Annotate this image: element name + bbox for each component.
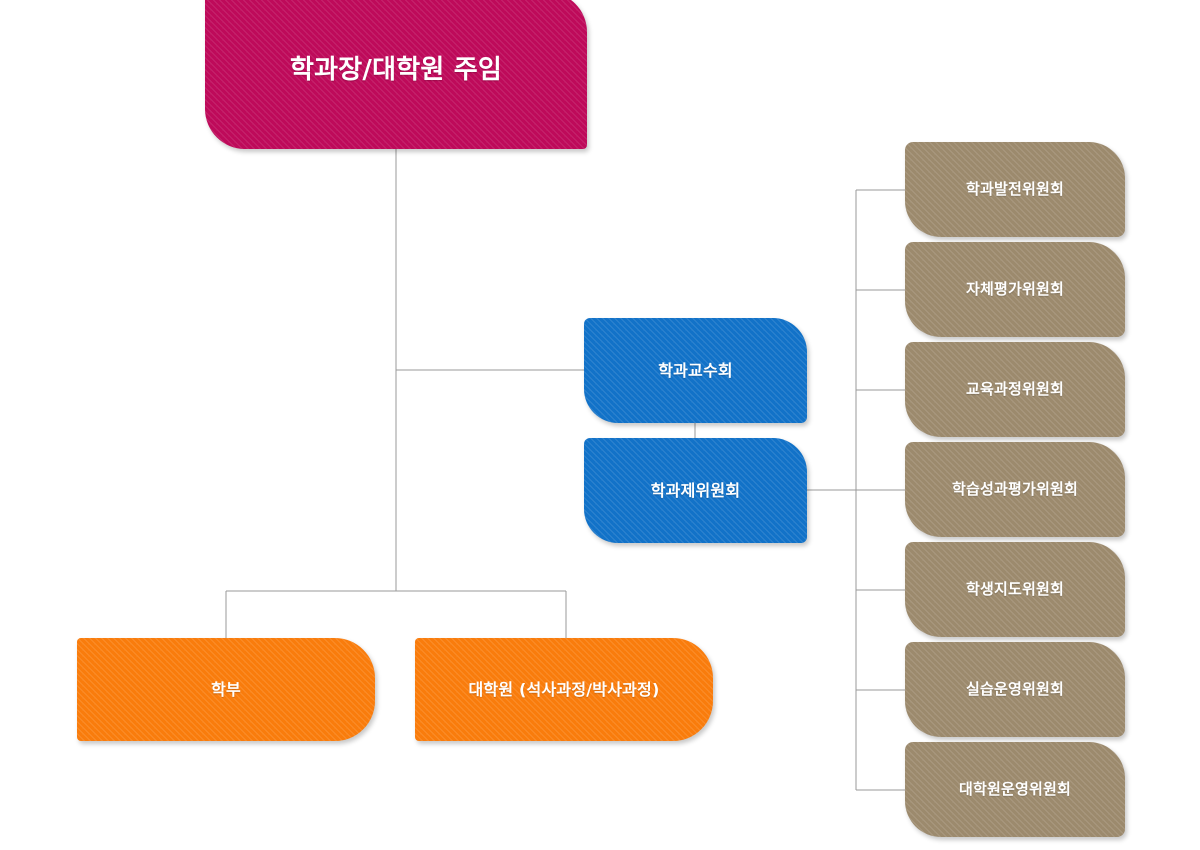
node-committee-practicum[interactable]: 실습운영위원회 [905,642,1125,737]
node-committee-graduate-operations[interactable]: 대학원운영위원회 [905,742,1125,837]
node-committee-curriculum-label: 교육과정위원회 [965,380,1064,399]
node-faculty-council[interactable]: 학과교수회 [584,318,807,423]
node-undergraduate-label: 학부 [211,679,241,699]
node-faculty-council-label: 학과교수회 [658,360,733,380]
node-department-committee-council[interactable]: 학과제위원회 [584,438,807,543]
node-committee-development[interactable]: 학과발전위원회 [905,142,1125,237]
node-committee-self-evaluation[interactable]: 자체평가위원회 [905,242,1125,337]
node-committee-learning-outcomes-label: 학습성과평가위원회 [951,480,1078,499]
node-committee-practicum-label: 실습운영위원회 [965,680,1064,699]
node-graduate-school[interactable]: 대학원 (석사과정/박사과정) [415,638,713,741]
node-committee-curriculum[interactable]: 교육과정위원회 [905,342,1125,437]
node-undergraduate[interactable]: 학부 [77,638,375,741]
node-committee-student-guidance-label: 학생지도위원회 [965,580,1064,599]
node-committee-development-label: 학과발전위원회 [965,180,1064,199]
node-committee-graduate-operations-label: 대학원운영위원회 [958,780,1071,799]
node-committee-student-guidance[interactable]: 학생지도위원회 [905,542,1125,637]
node-department-committee-council-label: 학과제위원회 [650,480,741,500]
node-department-head[interactable]: 학과장/대학원 주임 [205,0,587,149]
node-department-head-label: 학과장/대학원 주임 [290,55,502,86]
node-graduate-school-label: 대학원 (석사과정/박사과정) [468,679,660,699]
node-committee-learning-outcomes[interactable]: 학습성과평가위원회 [905,442,1125,537]
node-committee-self-evaluation-label: 자체평가위원회 [965,280,1064,299]
